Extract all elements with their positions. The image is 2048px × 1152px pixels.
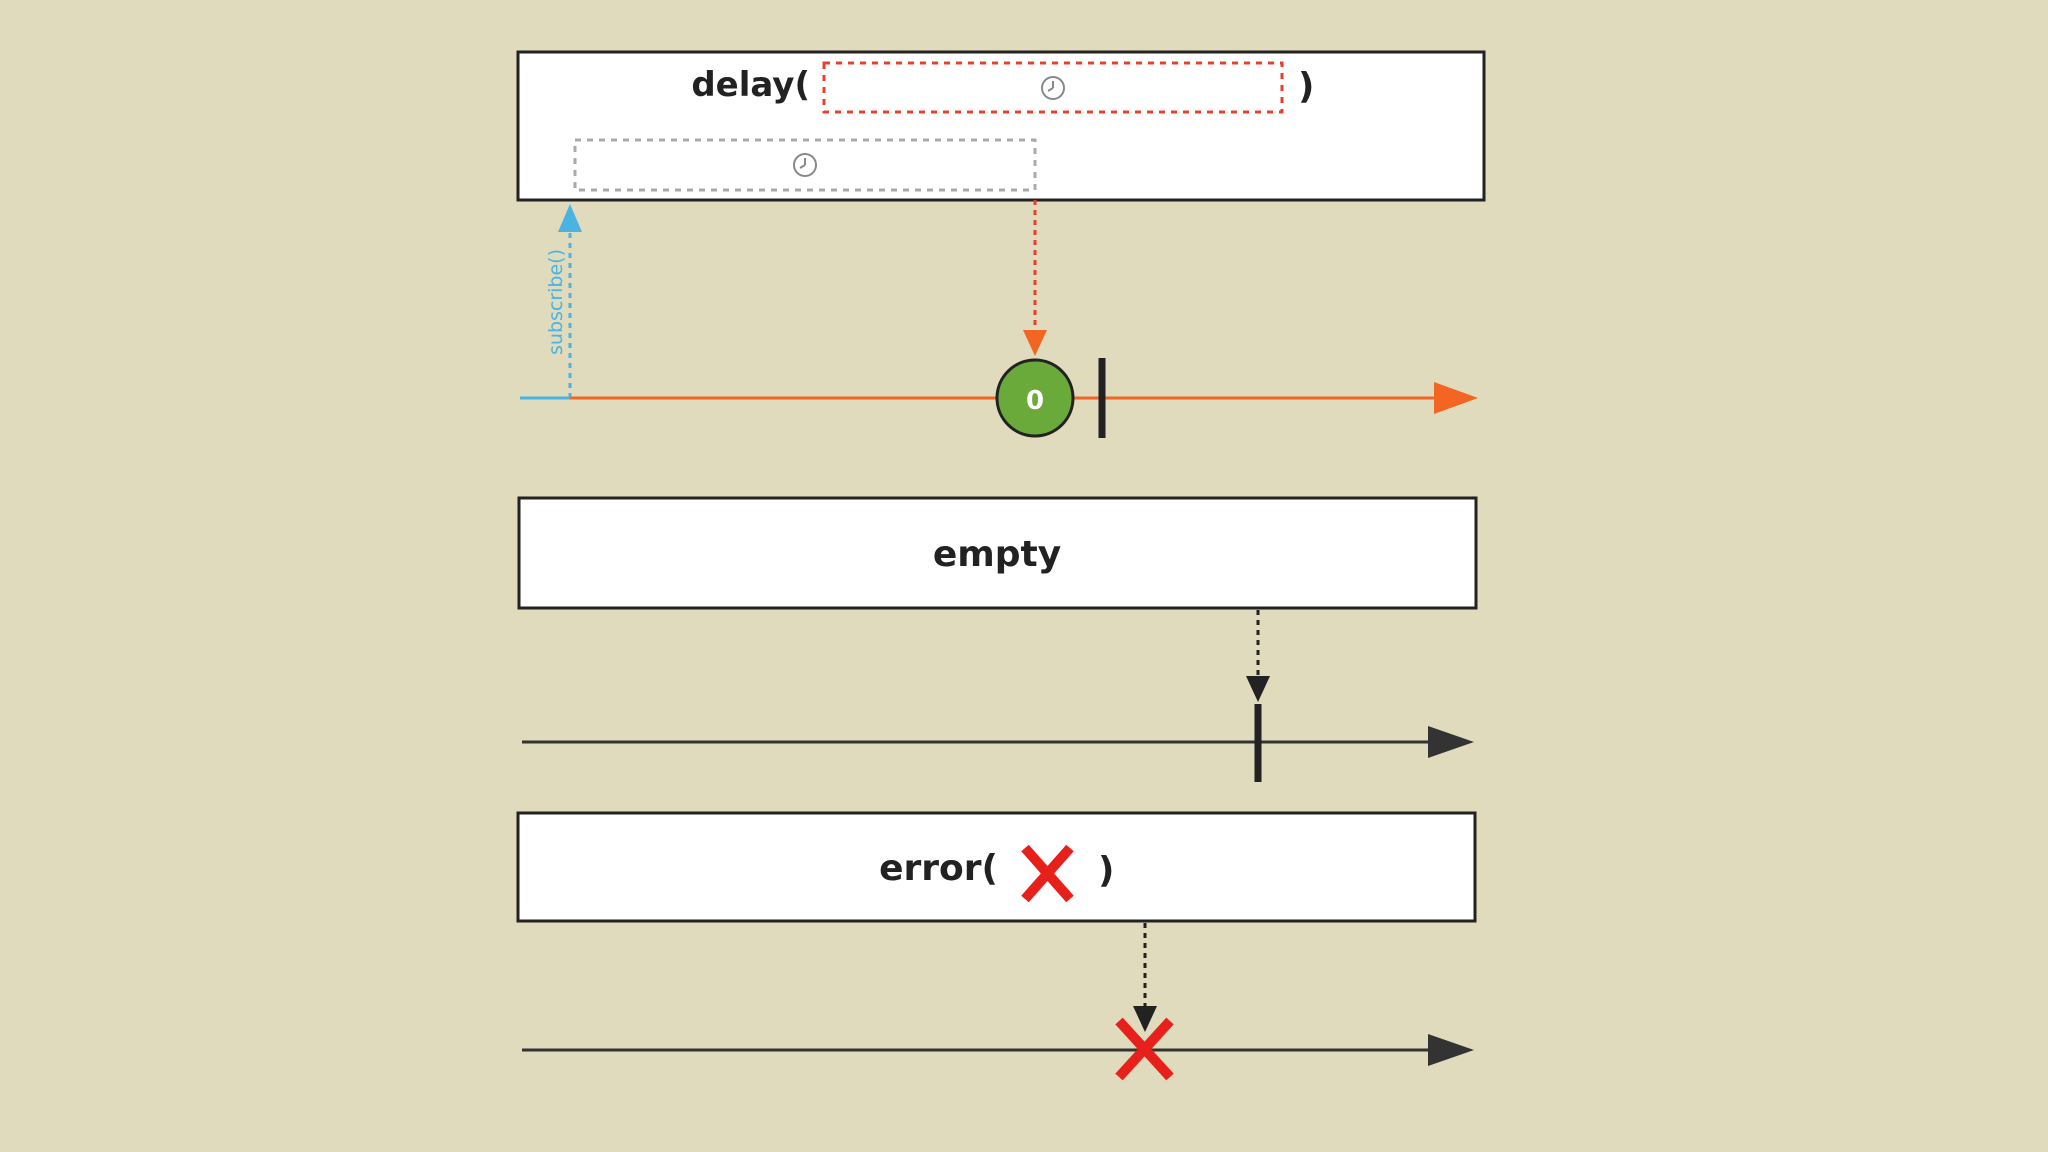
empty-operator-box: empty [517,496,1478,610]
timeline-arrowhead [1434,382,1478,414]
error-output-timeline [522,1017,1474,1081]
delay-label-close: ) [1298,66,1314,107]
subscribe-arrow: subscribe() [520,204,582,400]
timeline-arrowhead [1428,726,1474,758]
error-label-open: error( [879,848,998,889]
x-mark-icon [1115,1017,1174,1081]
subscribe-label: subscribe() [545,249,567,355]
delay-emission-arrow [1023,200,1047,356]
delay-label-open: delay( [691,65,810,105]
delay-window-box [573,138,1037,192]
emission-value: 0 [1026,386,1044,416]
empty-label: empty [933,534,1061,575]
error-operator-box: error( ) [516,811,1477,923]
delay-output-timeline: 0 [570,358,1478,438]
error-emission-arrow [1133,923,1157,1032]
empty-output-timeline [522,704,1474,782]
delay-operator-box: delay( ) [516,50,1486,202]
x-mark-icon [1021,844,1074,903]
timeline-arrowhead [1428,1034,1474,1066]
delay-duration-box [822,61,1284,114]
emission-marble [995,358,1075,438]
error-label-close: ) [1098,850,1114,891]
empty-completion-arrow [1246,610,1270,702]
